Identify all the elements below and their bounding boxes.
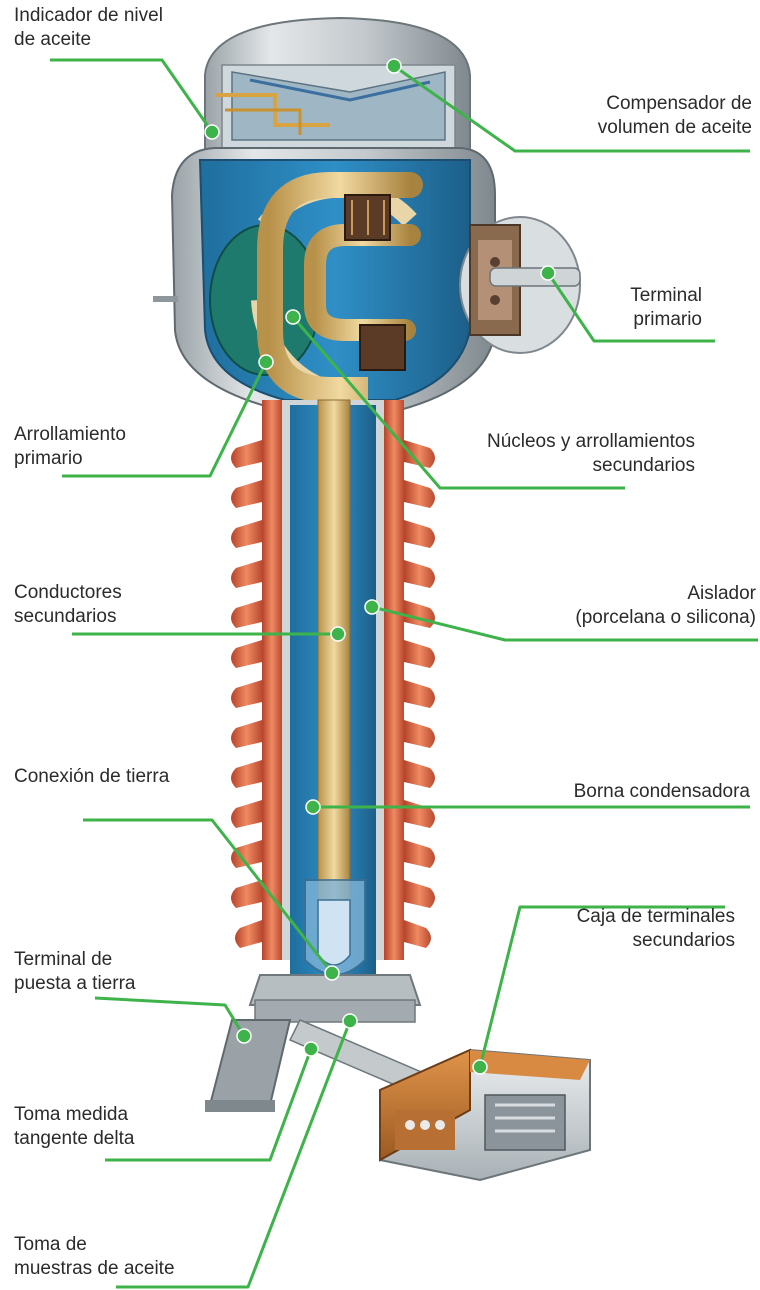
label-compensador-volumen-aceite: Compensador de volumen de aceite bbox=[598, 92, 752, 140]
leader-dot bbox=[304, 1042, 318, 1056]
label-terminal-primario: Terminal primario bbox=[630, 284, 702, 332]
label-conductores-secundarios: Conductores secundarios bbox=[14, 581, 122, 629]
label-nucleos-arrollamientos-secundarios: Núcleos y arrollamientos secundarios bbox=[487, 430, 695, 478]
leader-dot bbox=[205, 125, 219, 139]
label-toma-medida-tangente-delta: Toma medida tangente delta bbox=[14, 1103, 134, 1151]
leader-dot bbox=[325, 966, 339, 980]
leader-dot bbox=[259, 355, 273, 369]
leader-dot bbox=[306, 800, 320, 814]
label-toma-muestras-aceite: Toma de muestras de aceite bbox=[14, 1233, 175, 1281]
label-terminal-puesta-tierra: Terminal de puesta a tierra bbox=[14, 948, 135, 996]
leader-dot bbox=[331, 627, 345, 641]
label-aislador: Aislador (porcelana o silicona) bbox=[575, 582, 756, 630]
leader-toma-tangente bbox=[105, 1049, 311, 1160]
label-conexion-tierra: Conexión de tierra bbox=[14, 765, 169, 789]
label-caja-terminales-secundarios: Caja de terminales secundarios bbox=[577, 905, 735, 953]
leader-dot bbox=[387, 59, 401, 73]
leader-dot bbox=[343, 1014, 357, 1028]
label-indicador-nivel-aceite: Indicador de nivel de aceite bbox=[14, 4, 163, 52]
leader-dot bbox=[286, 310, 300, 324]
leader-dot bbox=[541, 266, 555, 280]
leader-dot bbox=[473, 1060, 487, 1074]
leader-dot bbox=[365, 600, 379, 614]
leader-terminal-puesta-tierra bbox=[95, 998, 244, 1036]
leader-dot bbox=[237, 1029, 251, 1043]
leader-indicador-nivel bbox=[50, 60, 212, 132]
label-borna-condensadora: Borna condensadora bbox=[574, 780, 750, 804]
label-arrollamiento-primario: Arrollamiento primario bbox=[14, 423, 126, 471]
